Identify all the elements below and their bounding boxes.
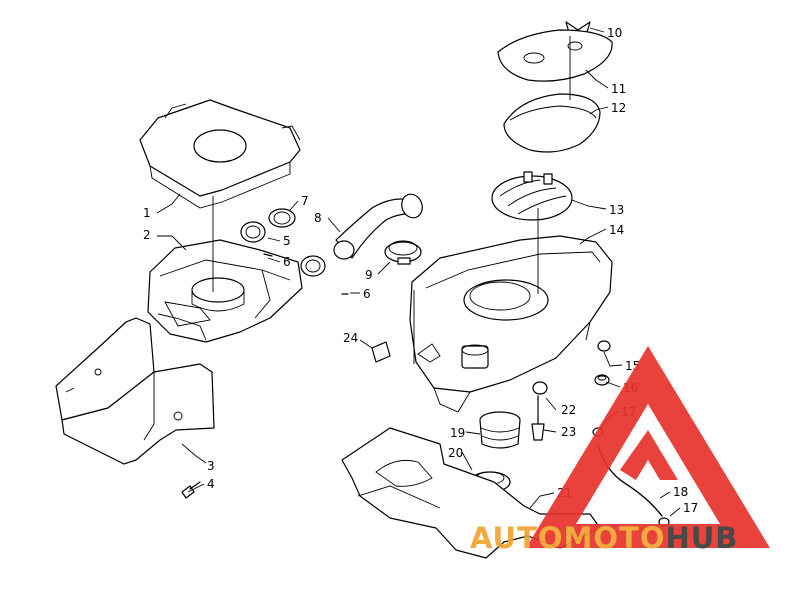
part-24-clip [371,341,391,363]
part-4-bolt [181,481,201,499]
watermark-inner-mark-icon [620,430,678,480]
part-16-grommet [594,374,610,386]
callout-11: 11 [611,82,626,96]
watermark-word-automoto: AUTOMOTO [470,521,665,555]
callout-19: 19 [450,426,465,440]
part-1-cover-plate [139,99,301,209]
watermark-word-hub: HUB [665,521,738,555]
callout-3: 3 [207,459,215,473]
part-15-grommet [597,340,611,352]
part-3-bracket-shield [55,317,215,465]
callout-2: 2 [143,228,151,242]
callout-6a: 6 [283,255,291,269]
callout-1: 1 [143,206,151,220]
part-22-grommet [532,381,548,395]
part-11-top-plate [497,29,613,82]
callout-23: 23 [561,425,576,439]
callout-18: 18 [673,485,688,499]
part-5-clamp [240,221,326,277]
callout-5: 5 [283,234,291,248]
callout-14: 14 [609,223,624,237]
callout-6b: 6 [363,287,371,301]
part-8-intake-duct [333,193,423,260]
callout-17b: 17 [683,501,698,515]
automotohub-watermark: AUTOMOTOHUB [470,346,770,555]
part-9-hose-clamp [384,240,422,265]
callout-8: 8 [314,211,322,225]
part-2-airbox-housing [147,239,303,343]
part-19-coupler [479,411,521,449]
part-14-main-airbox [409,235,613,413]
part-7-intake-boot [268,208,296,228]
callout-7: 7 [301,194,309,208]
callout-13: 13 [609,203,624,217]
callout-12: 12 [611,101,626,115]
leader-lines [156,27,681,517]
svg-text:AUTOMOTOHUB: AUTOMOTOHUB [470,521,738,555]
callout-9: 9 [365,268,373,282]
part-12-filter-cover [503,93,601,153]
part-23-stud [531,395,545,441]
part-6-screw [263,253,349,295]
callout-20: 20 [448,446,463,460]
callout-24: 24 [343,331,358,345]
callout-4: 4 [207,477,215,491]
callout-22: 22 [561,403,576,417]
watermark-triangle-icon [526,346,770,548]
callout-10: 10 [607,26,622,40]
part-13-filter-element [491,171,573,221]
